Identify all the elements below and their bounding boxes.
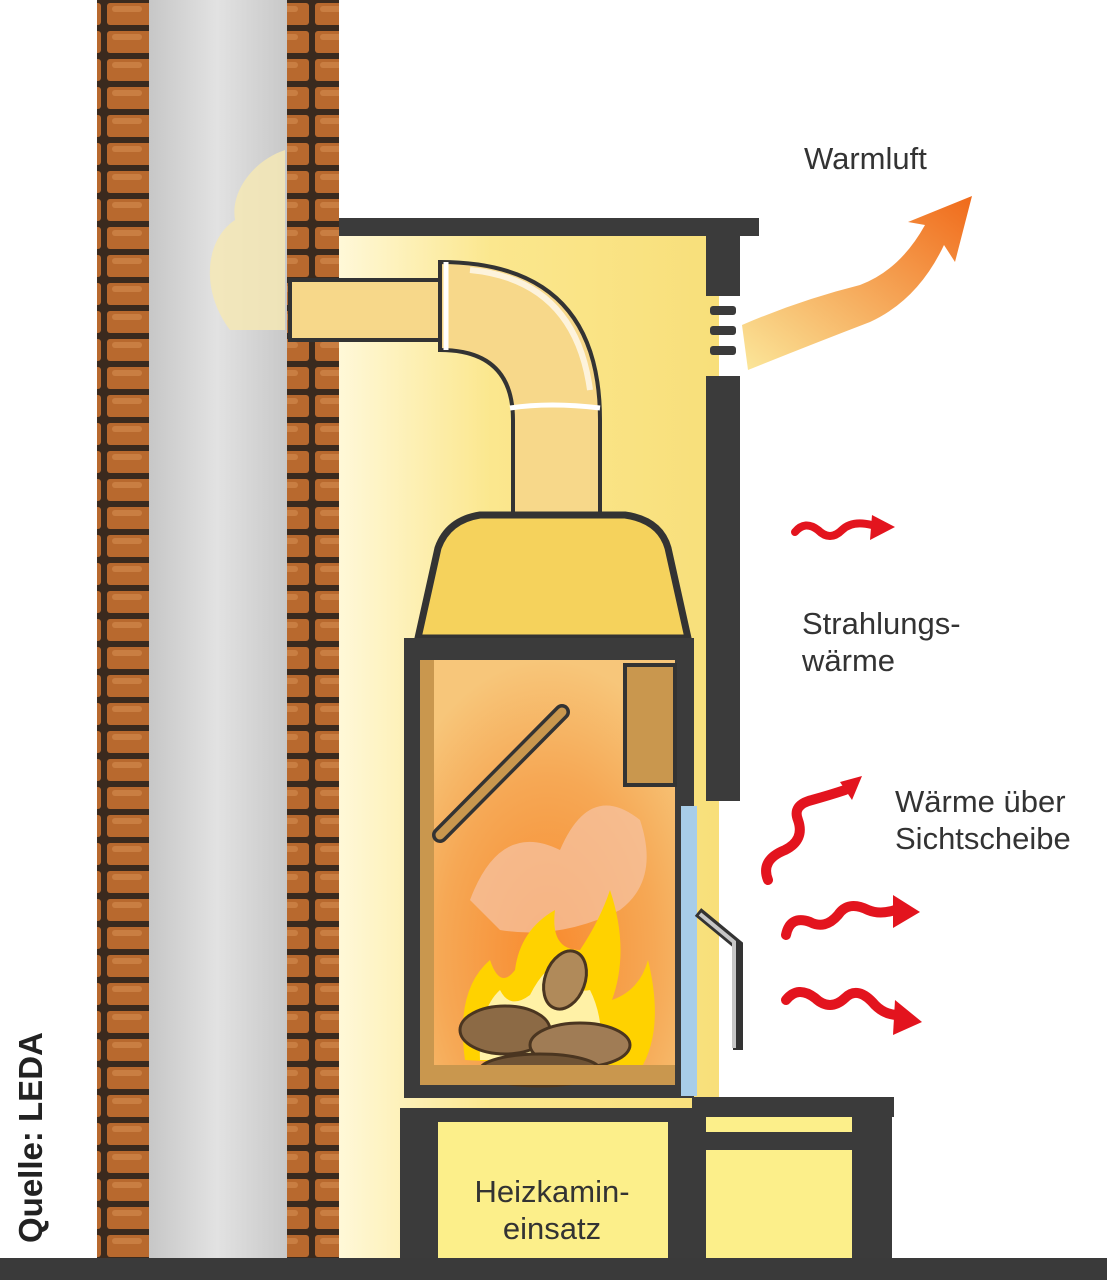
label-glass-heat-line1: Wärme über [895,784,1066,819]
label-glass-heat: Wärme über Sichtscheibe [895,783,1071,857]
glass-heat-arrows [761,776,922,1035]
viewing-glass [681,806,697,1096]
ash-tray [420,1065,675,1085]
label-radiant-heat-line1: Strahlungs- [802,606,961,641]
vent-slot [710,306,736,315]
firebrick-left [420,660,434,1080]
label-insert-line2: einsatz [502,1211,602,1246]
source-credit: Quelle: LEDA [12,1032,49,1243]
insert-hood [413,511,693,642]
enclosure-top-plate [339,218,759,236]
label-warm-air: Warmluft [804,141,927,176]
front-panel-upper [706,236,740,296]
warm-air-arrow [742,196,972,370]
heating-insert [404,511,743,1098]
smoke-swirl [470,805,647,933]
flue-pipe [288,259,602,517]
brick-wall-left [97,0,149,1260]
label-insert-line1: Heizkamin- [474,1174,630,1209]
label-glass-heat-line2: Sichtscheibe [895,821,1071,856]
smoke [209,150,285,330]
floor-line [0,1258,1107,1280]
radiant-heat-arrow [791,515,895,540]
label-insert: Heizkamin- einsatz [442,1173,662,1247]
baffle-right [530,645,685,659]
label-radiant-heat-line2: wärme [802,643,896,678]
vent-slot [710,326,736,335]
chimney [97,0,339,1260]
label-radiant-heat: Strahlungs- wärme [802,605,961,679]
brick-wall-right [287,0,339,1260]
firewood-logs [458,949,632,1088]
front-panel [706,376,740,801]
baffle-left [412,645,467,659]
firebrick-right [623,663,677,787]
pedestal [400,1097,894,1260]
vent-slot [710,346,736,355]
